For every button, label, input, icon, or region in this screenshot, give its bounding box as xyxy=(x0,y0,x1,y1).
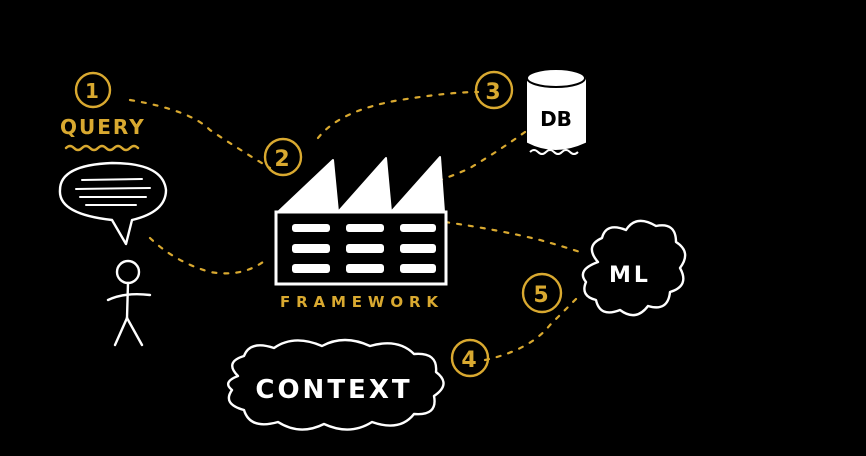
connector-context-to-ml xyxy=(483,293,582,362)
stick-figure-head xyxy=(115,259,141,285)
step-2-circle xyxy=(263,137,303,177)
connector-person-to-framework xyxy=(148,236,270,275)
stick-figure-right-leg xyxy=(125,316,144,347)
db-cylinder-body xyxy=(527,77,586,150)
query-label: QUERY xyxy=(60,115,146,139)
speech-bubble xyxy=(58,161,168,246)
ml-cloud: ML xyxy=(581,219,687,317)
context-label: CONTEXT xyxy=(255,375,412,405)
stick-figure-body xyxy=(125,281,130,320)
step-3: 3 xyxy=(474,70,514,110)
speech-bubble-outline xyxy=(58,161,168,246)
factory-window xyxy=(292,224,330,232)
factory-window xyxy=(346,244,384,253)
step-4-circle xyxy=(450,338,490,378)
database: DB xyxy=(526,68,586,155)
step-5: 5 xyxy=(521,272,563,314)
ml-label: ML xyxy=(609,263,651,288)
step-3-number: 3 xyxy=(485,80,502,105)
factory-window xyxy=(292,244,330,253)
query: QUERY xyxy=(60,115,146,152)
db-label: DB xyxy=(540,107,572,131)
step-5-number: 5 xyxy=(533,283,550,308)
connector-query-to-framework xyxy=(128,98,272,170)
step-4-number: 4 xyxy=(461,348,478,373)
connector-db-to-framework xyxy=(438,130,527,182)
step-2: 2 xyxy=(263,137,303,177)
factory-windows xyxy=(292,224,436,273)
connector-framework-to-ml xyxy=(443,220,582,254)
query-underline-squiggle xyxy=(64,144,140,152)
step-1: 1 xyxy=(74,71,112,109)
factory-window xyxy=(346,224,384,232)
framework-factory: FRAMEWORK xyxy=(274,156,448,311)
factory-window xyxy=(400,264,436,273)
db-cylinder-top xyxy=(526,68,586,88)
step-2-number: 2 xyxy=(274,147,291,172)
step-1-number: 1 xyxy=(85,79,101,103)
connectors xyxy=(128,90,582,362)
speech-line-1 xyxy=(81,178,143,181)
step-4: 4 xyxy=(450,338,490,378)
factory-window xyxy=(292,264,330,273)
ml-cloud-outline xyxy=(581,219,687,317)
stick-figure-arms xyxy=(106,292,152,302)
step-3-circle xyxy=(474,70,514,110)
stick-figure-left-leg xyxy=(113,316,129,347)
framework-label: FRAMEWORK xyxy=(280,293,440,311)
speech-bubble-lines xyxy=(75,178,151,206)
connector-framework-to-db xyxy=(316,90,480,140)
factory-roof-sawtooth xyxy=(277,156,445,213)
db-base-squiggle xyxy=(529,149,579,155)
factory-window xyxy=(400,244,436,253)
context-cloud: CONTEXT xyxy=(226,338,445,431)
context-cloud-outline xyxy=(226,338,445,431)
step-5-circle xyxy=(521,272,563,314)
factory-window xyxy=(400,224,436,232)
factory-window xyxy=(346,264,384,273)
user-stick-figure xyxy=(106,259,152,347)
step-1-circle xyxy=(74,71,112,109)
speech-line-2 xyxy=(75,187,151,190)
